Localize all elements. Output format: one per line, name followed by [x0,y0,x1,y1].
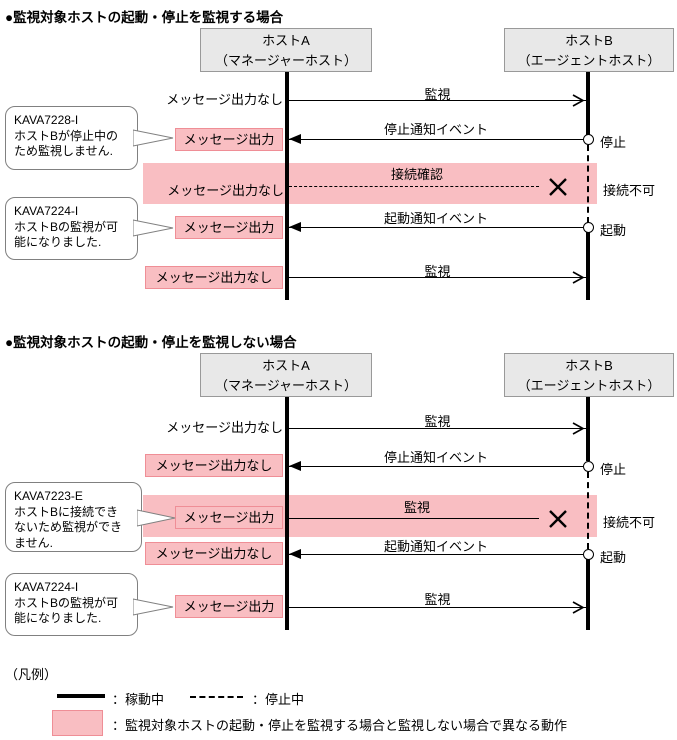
legend-title: （凡例） [5,667,58,682]
legend-dashed-line-icon [190,696,243,698]
arrow-line [289,227,583,228]
lifeline-host-b-running [586,232,590,300]
message-output-box: メッセージ出力 [175,506,283,529]
arrow-line [289,554,583,555]
arrowhead-filled-icon [289,461,301,471]
callout-kava7224: KAVA7224-I ホストBの監視が可 能になりました. [5,197,138,260]
arrow-label: 停止通知イベント [383,122,488,137]
host-b-name: ホストB [565,33,613,48]
arrow-label: 停止通知イベント [383,450,488,465]
legend-pink-label: ：監視対象ホストの起動・停止を監視する場合と監視しない場合で異なる動作 [112,718,568,733]
arrow-line [289,100,586,101]
callout-tail-icon [133,129,174,147]
start-event-circle-icon [583,222,594,233]
message-output-label: メッセージ出力なし [167,183,284,198]
legend-pink-swatch-icon [52,710,103,736]
arrow-label: 監視 [424,414,451,429]
endpoint-label: 停止 [600,135,627,150]
callout-tail-icon [137,509,176,527]
host-a-role: （マネージャーホスト） [214,53,358,68]
message-output-label: メッセージ出力なし [166,92,283,107]
diagram2-title: ●監視対象ホストの起動・停止を監視しない場合 [5,335,297,350]
arrow-line [289,466,583,467]
arrow-line-dashed [289,186,539,187]
lifeline-host-b-stopped [587,145,589,223]
diagram2-host-b-box: ホストB （エージェントホスト） [504,353,674,397]
arrow-label: 接続確認 [390,167,443,182]
legend-stopped-label: ：停止中 [252,692,305,707]
arrow-label: 起動通知イベント [383,539,488,554]
message-output-box: メッセージ出力 [175,128,283,151]
callout-tail-icon [133,219,174,237]
highlight-band [143,163,597,204]
legend-running-label: ：稼動中 [112,692,165,707]
host-b-role: （エージェントホスト） [517,378,661,393]
arrow-label: 起動通知イベント [383,211,488,226]
endpoint-label: 起動 [600,223,627,238]
arrowhead-filled-icon [289,549,301,559]
callout-kava7224: KAVA7224-I ホストBの監視が可 能になりました. [5,573,138,636]
lifeline-host-a [285,72,289,300]
message-output-box: メッセージ出力 [175,216,283,239]
diagram1-host-a-box: ホストA （マネージャーホスト） [200,28,372,72]
x-mark-icon [549,510,567,528]
host-a-role: （マネージャーホスト） [214,378,358,393]
arrowhead-filled-icon [289,134,301,144]
start-event-circle-icon [583,549,594,560]
message-output-label: メッセージ出力なし [166,420,283,435]
arrow-line [289,607,586,608]
arrow-label: 監視 [403,500,430,515]
endpoint-label: 停止 [600,462,627,477]
lifeline-host-b-running [586,559,590,630]
arrowhead-filled-icon [289,222,301,232]
stop-event-circle-icon [583,134,594,145]
arrow-line [289,277,586,278]
arrow-line [289,139,583,140]
diagram1-host-b-box: ホストB （エージェントホスト） [504,28,674,72]
host-b-role: （エージェントホスト） [517,53,661,68]
host-a-name: ホストA [262,33,310,48]
message-output-box: メッセージ出力なし [145,542,283,565]
host-a-name: ホストA [262,358,310,373]
message-output-box: メッセージ出力なし [145,454,283,477]
stop-event-circle-icon [583,461,594,472]
diagram2-host-a-box: ホストA （マネージャーホスト） [200,353,372,397]
note-label: 接続不可 [603,183,656,198]
lifeline-host-b-running [586,397,590,461]
arrow-label: 監視 [424,264,451,279]
arrow-line [289,428,586,429]
note-label: 接続不可 [603,515,656,530]
endpoint-label: 起動 [600,550,627,565]
callout-tail-icon [133,598,174,616]
arrow-label: 監視 [424,592,451,607]
arrow-line [289,518,539,519]
lifeline-host-a [285,397,289,630]
host-b-name: ホストB [565,358,613,373]
lifeline-host-b-stopped [587,472,589,549]
diagram1-title: ●監視対象ホストの起動・停止を監視する場合 [5,10,284,25]
callout-kava7223: KAVA7223-E ホストBに接続でき ないため監視ができ ません. [5,482,142,552]
arrow-label: 監視 [424,87,451,102]
message-output-box: メッセージ出力なし [145,266,283,289]
callout-kava7228: KAVA7228-I ホストBが停止中の ため監視しません. [5,106,138,170]
legend-solid-line-icon [57,694,105,698]
message-output-box: メッセージ出力 [175,595,283,618]
lifeline-host-b-running [586,72,590,136]
x-mark-icon [549,178,567,196]
